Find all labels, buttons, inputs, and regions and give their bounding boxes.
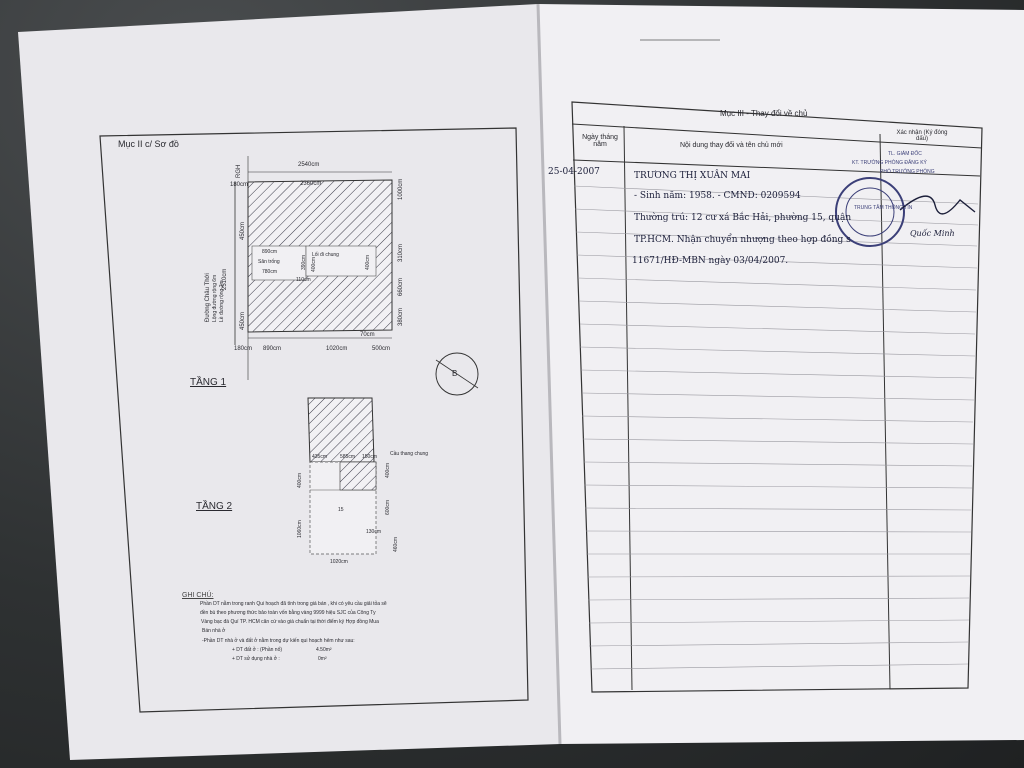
entry-date: 25-04-2007 <box>548 167 600 177</box>
entry-line-2: - Sinh năm: 1958. - CMND: 0209594 <box>634 191 801 201</box>
entry-line-4: TP.HCM. Nhận chuyển nhượng theo hợp đồng… <box>634 235 851 245</box>
dim-bottom-4: 70cm <box>360 332 375 338</box>
entry-line-3: Thường trú: 12 cư xá Bắc Hải, phường 15,… <box>634 213 852 223</box>
dim-top-total: 2540cm <box>298 162 320 168</box>
floor2-building <box>307 397 375 463</box>
north-label: B <box>452 369 458 378</box>
column-confirm-header: Xác nhận (Ký đóng dấu) <box>896 130 948 142</box>
f2-dim-b: 585cm <box>340 454 356 460</box>
official-stamp <box>835 177 905 247</box>
page-fold <box>536 3 562 745</box>
dim-right-low2: 380cm <box>398 307 404 326</box>
dim-bottom-3: 1020cm <box>326 346 348 352</box>
dim-corridor-side: 400cm <box>311 256 317 272</box>
section-title-right: Mục III - Thay đổi về chủ <box>720 109 808 118</box>
ownership-table <box>571 101 983 693</box>
dim-bottom-2: 890cm <box>263 346 282 352</box>
label-street-sub1: Lộng đường rộng 6m <box>212 274 218 322</box>
stamp-text-2: KT. TRƯỞNG PHÒNG ĐĂNG KÝ <box>852 160 927 166</box>
f2-dim-f: 1060cm <box>297 520 303 538</box>
dim-corridor-h1: 390cm <box>301 254 307 270</box>
f2-dim-g: 130cm <box>366 529 382 535</box>
dim-rgh: RGH <box>236 164 242 178</box>
floor1-title: TẦNG 1 <box>190 377 227 388</box>
notes-line1: Phần DT nằm trong ranh Qui hoạch đã tính… <box>200 601 387 607</box>
notes-line3: Vàng bạc đá Quí TP. HCM căn cứ vào giá c… <box>201 619 379 625</box>
left-page-sheet <box>18 4 560 760</box>
stamp-inner: TRUNG TÂM THÔNG TIN <box>854 205 913 211</box>
dim-san-w2: 780cm <box>262 269 278 275</box>
dim-corridor-w: 110cm <box>296 277 311 283</box>
shared-corridor <box>305 245 377 277</box>
dim-right-low1: 660cm <box>398 277 404 296</box>
f2-dim-d: 400cm <box>297 472 303 488</box>
notes-heading: GHI CHÚ: <box>182 592 214 599</box>
notes-line5: -Phần DT nhà ở và đất ở nằm trong dự kiế… <box>202 638 355 644</box>
f2-room: 15 <box>338 507 344 513</box>
f2-stair: Cầu thang chung <box>390 451 429 457</box>
north-arrow <box>435 352 479 396</box>
floor2-title: TẦNG 2 <box>196 501 233 512</box>
signature-scribble <box>899 195 976 215</box>
dim-left-a: 180cm <box>230 182 249 188</box>
dim-san-w1: 890cm <box>262 249 278 255</box>
notes-line7-value: 0m² <box>318 656 327 662</box>
signature-name: Quốc Minh <box>910 229 955 238</box>
notes-line4: Bán nhà ở <box>202 628 226 634</box>
f2-dim-h: 460cm <box>393 536 399 552</box>
label-street-sub2: Lề đường rộng 2m <box>219 280 225 322</box>
dim-right-total: 1000cm <box>398 178 404 200</box>
f2-dim-e: 600cm <box>385 499 391 515</box>
notes-line2: đền bù theo phương thức bảo toàn vốn bằn… <box>200 610 376 616</box>
dim-corridor-h2: 400cm <box>365 254 371 270</box>
label-loi-di-chung: Lối đi chung <box>312 252 339 258</box>
left-frame <box>99 127 529 713</box>
notes-line7: + DT sử dụng nhà ở : <box>232 656 280 662</box>
entry-line-1: TRƯƠNG THỊ XUÂN MAI <box>634 171 751 181</box>
dim-bottom-1: 180cm <box>234 346 253 352</box>
notes-line6: + DT đất ở : (Phần nố) <box>232 647 283 653</box>
ruled-lines <box>573 185 979 670</box>
dim-right-mid: 310cm <box>398 243 404 262</box>
open-yard <box>251 245 307 281</box>
dim-left-low: 450cm <box>240 311 246 330</box>
f2-dim-i: 400cm <box>385 462 391 478</box>
notes-line6-value: 4.50m² <box>316 647 332 653</box>
f2-dim-c: 150cm <box>362 454 378 460</box>
f2-dim-bottom: 1020cm <box>330 559 348 565</box>
section-title-left: Mục II c/ Sơ đồ <box>118 139 179 149</box>
entry-line-5: 11671/HĐ-MBN ngày 03/04/2007. <box>632 256 789 266</box>
label-san-trong: Sân trống <box>258 259 280 265</box>
stamp-text-3: PHÓ TRƯỞNG PHÒNG <box>880 169 935 175</box>
dim-bottom-5: 500cm <box>372 346 391 352</box>
label-street: Đường Châu Thới <box>205 273 211 322</box>
f2-dim-a: 435cm <box>312 454 328 460</box>
column-date-header: Ngày tháng năm <box>582 134 618 148</box>
dim-left-mid: 450cm <box>240 221 246 240</box>
dim-top-inner: 2360cm <box>300 181 322 187</box>
column-content-header: Nội dung thay đổi và tên chủ mới <box>680 142 783 149</box>
stamp-text-1: TL. GIÁM ĐỐC <box>888 151 922 157</box>
